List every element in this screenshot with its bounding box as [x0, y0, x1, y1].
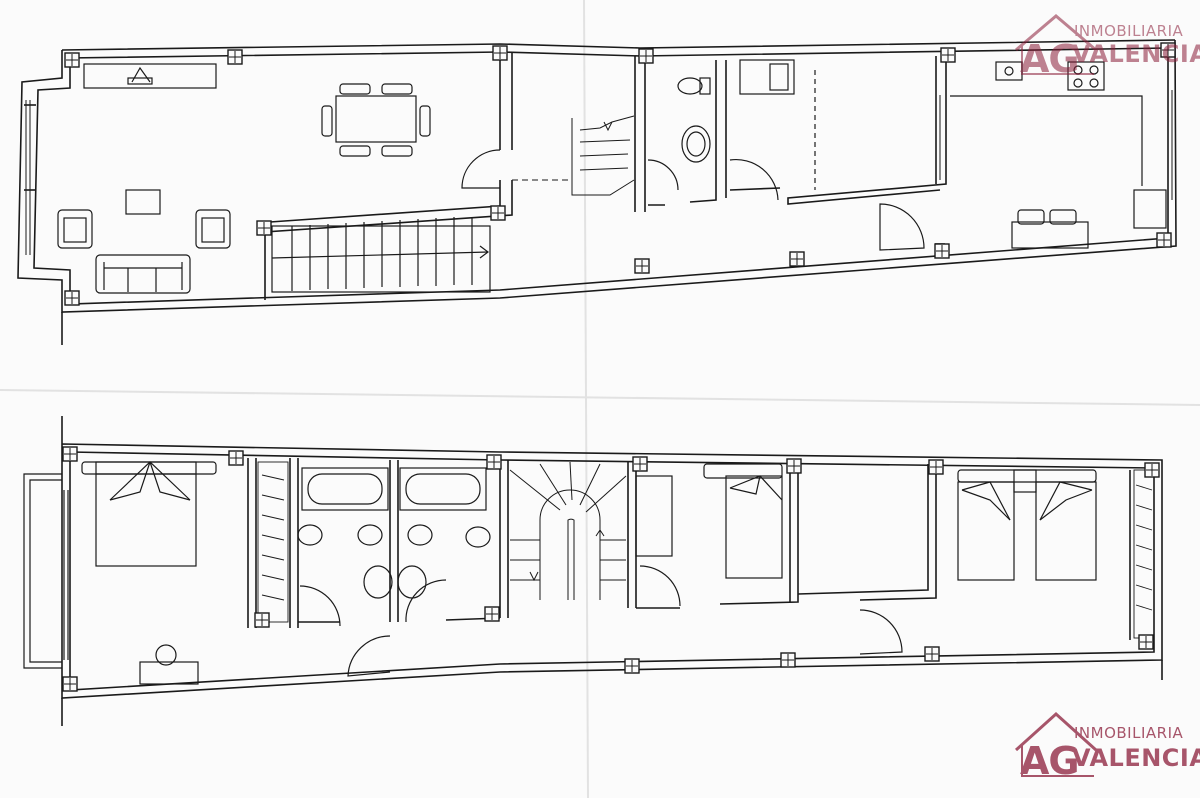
- house-logo-icon: [1014, 711, 1098, 777]
- kitchen-fixtures: [950, 61, 1167, 249]
- staircase-ground: [271, 217, 491, 293]
- interior-walls-upper: [247, 458, 1131, 640]
- watermark-bottom: AG INMOBILIARIA VALENCIA: [1012, 710, 1200, 783]
- staircase-upper: [509, 461, 627, 600]
- watermark-initials: AG: [1020, 739, 1080, 783]
- watermark-line1: INMOBILIARIA: [1074, 724, 1184, 742]
- wardrobes: [257, 461, 1155, 639]
- structural-columns-ground: [64, 42, 1176, 306]
- doors-upper: [299, 565, 903, 677]
- outer-walls: [17, 39, 1177, 345]
- bedroom-3-furniture: [957, 469, 1097, 581]
- balcony: [23, 473, 69, 669]
- outer-walls-upper: [61, 416, 1163, 726]
- ground-floor-plan: [17, 39, 1177, 345]
- upper-bathrooms: [297, 467, 491, 599]
- master-bedroom-furniture: [81, 461, 217, 685]
- watermark-line2: VALENCIA: [1072, 40, 1200, 68]
- house-logo-icon: [1015, 14, 1097, 75]
- watermark-initials: AG: [1020, 37, 1080, 81]
- window-left: [25, 100, 31, 255]
- window-right: [939, 90, 1173, 200]
- doors: [461, 70, 925, 251]
- watermark-line1: INMOBILIARIA: [1074, 22, 1184, 40]
- upper-floor-plan: [23, 416, 1163, 726]
- ground-bathroom-fixtures: [677, 59, 795, 163]
- watermark-line2: VALENCIA: [1072, 744, 1200, 772]
- stair-landing: [512, 115, 635, 196]
- bedroom-2-furniture: [635, 463, 783, 579]
- interior-walls: [264, 52, 947, 300]
- living-room-furniture: [57, 63, 431, 294]
- watermark-top: AG INMOBILIARIA VALENCIA: [1012, 12, 1200, 81]
